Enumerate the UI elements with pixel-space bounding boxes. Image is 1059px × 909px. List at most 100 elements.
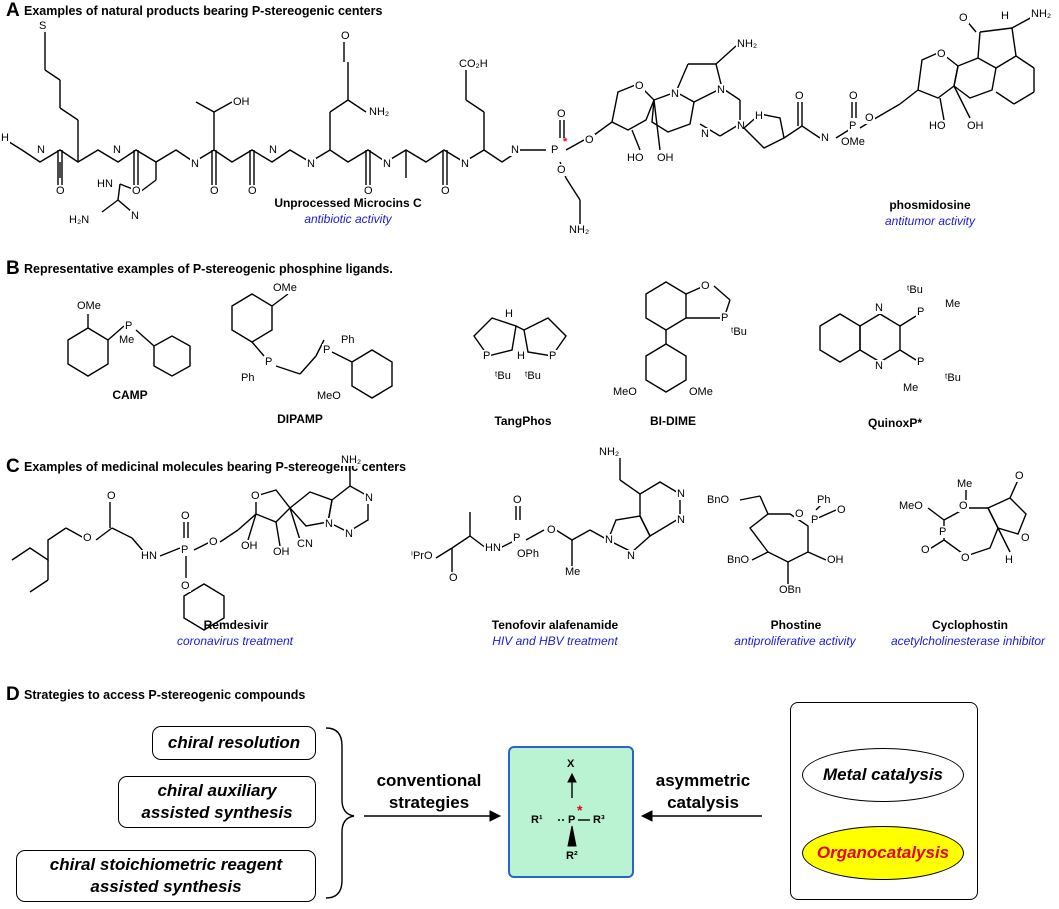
atom-label: OH — [966, 120, 985, 132]
medicine-name: Cyclophostin — [931, 618, 1008, 632]
atom-label: HO — [928, 120, 947, 132]
atom-label: OH — [232, 96, 251, 108]
atom-label: Me — [118, 334, 136, 346]
atom-label: P — [512, 532, 522, 544]
atom-label: N — [670, 88, 680, 100]
atom-label: OBn — [778, 584, 803, 596]
section-a-title: Examples of natural products bearing P-s… — [24, 4, 383, 18]
atom-label: HN — [484, 542, 502, 554]
atom-label: O — [920, 544, 931, 556]
atom-label: P — [938, 526, 948, 538]
atom-label: O — [836, 504, 847, 516]
atom-label: ⁱPrO — [410, 550, 434, 562]
atom-label: H — [0, 132, 10, 144]
atom-label: O — [363, 185, 374, 197]
atom-label: O — [848, 90, 859, 102]
atom-label: O — [106, 490, 117, 502]
atom-label: O — [700, 280, 711, 292]
section-a-letter: A — [6, 0, 20, 21]
section-b-title: Representative examples of P-stereogenic… — [24, 262, 393, 276]
atom-label: OH — [240, 540, 259, 552]
atom-label: P — [548, 350, 558, 362]
atom-label: Me — [944, 298, 962, 310]
atom-label: N — [130, 210, 140, 222]
atom-label: BnO — [726, 554, 751, 566]
atom-label: H — [516, 350, 526, 362]
atom-label: O — [556, 108, 567, 120]
atom-label: O — [1014, 470, 1025, 482]
atom-label: Me — [902, 382, 920, 394]
atom-label: O — [958, 12, 969, 24]
atom-label: N — [604, 534, 614, 546]
atom-label: O — [131, 185, 142, 197]
center-star: * — [577, 802, 583, 818]
atom-label: N — [820, 132, 830, 144]
atom-label: OH — [826, 554, 845, 566]
ligand-name: TangPhos — [494, 414, 552, 428]
atom-label: NH₂ — [1030, 8, 1053, 20]
atom-label: Ph — [340, 334, 356, 346]
atom-label: O — [180, 580, 191, 592]
section-d-letter: D — [6, 684, 20, 705]
atom-label: O — [936, 48, 947, 60]
atom-label: OMe — [840, 136, 866, 148]
atom-label: O — [250, 490, 261, 502]
atom-label: N — [190, 158, 200, 170]
method-chiral-resolution: chiral resolution — [152, 726, 316, 760]
atom-label: O — [556, 164, 567, 176]
atom-label: OH — [656, 152, 675, 164]
atom-label: O — [960, 552, 971, 564]
atom-label: ᵗBu — [524, 370, 542, 382]
atom-label: O — [82, 532, 93, 544]
atom-label: P — [482, 350, 492, 362]
atom-label: O — [634, 80, 645, 92]
ligands-structures — [67, 281, 917, 399]
atom-label: N — [700, 128, 710, 140]
microcin-c-activity: antibiotic activity — [304, 212, 392, 226]
atom-label: NH₂ — [736, 38, 759, 50]
atom-label: O — [208, 536, 219, 548]
atom-label: O — [794, 508, 805, 520]
center-r2: R² — [566, 850, 578, 862]
atom-label: O — [340, 30, 351, 42]
atom-label: N — [382, 158, 392, 170]
ligand-name: CAMP — [112, 388, 148, 402]
atom-label: H — [754, 110, 764, 122]
atom-label: N — [736, 120, 746, 132]
atom-label: N — [874, 360, 884, 372]
atom-label: ᵗBu — [494, 370, 512, 382]
atom-label: CO₂H — [458, 58, 489, 70]
atom-label: N — [36, 144, 46, 156]
strategy-line: asymmetric — [655, 771, 751, 790]
ligand-name: QuinoxP* — [867, 416, 922, 430]
atom-label: MeO — [316, 390, 342, 402]
section-c-letter: C — [6, 456, 20, 477]
stereo-star: * — [563, 136, 568, 148]
atom-label: OPh — [516, 548, 541, 560]
atom-label: OH — [272, 546, 291, 558]
atom-label: P — [264, 356, 274, 368]
microcin-c-structure — [5, 30, 741, 228]
strategy-line: conventional — [376, 771, 482, 790]
center-r1: R¹ — [531, 814, 543, 826]
atom-label: OMe — [688, 386, 714, 398]
atom-label: N — [676, 488, 686, 500]
medicine-activity: antiproliferative activity — [734, 634, 856, 648]
atom-label: Me — [564, 566, 582, 578]
atom-label: O — [864, 112, 875, 124]
atom-label: O — [55, 185, 66, 197]
atom-label: O — [209, 185, 220, 197]
atom-label: N — [344, 528, 354, 540]
conventional-strategies-label: conventional strategies — [364, 770, 494, 814]
atom-label: N — [716, 84, 726, 96]
method-line: chiral stoichiometric reagent — [49, 855, 283, 874]
atom-label: NH₂ — [368, 106, 391, 118]
atom-label: H — [1000, 10, 1010, 22]
atom-label: N — [460, 158, 470, 170]
atom-label: N — [268, 144, 278, 156]
atom-label: HN — [96, 178, 114, 190]
atom-label: O — [512, 494, 523, 506]
atom-label: N — [306, 158, 316, 170]
method-chiral-auxiliary: chiral auxiliary assisted synthesis — [118, 776, 316, 828]
